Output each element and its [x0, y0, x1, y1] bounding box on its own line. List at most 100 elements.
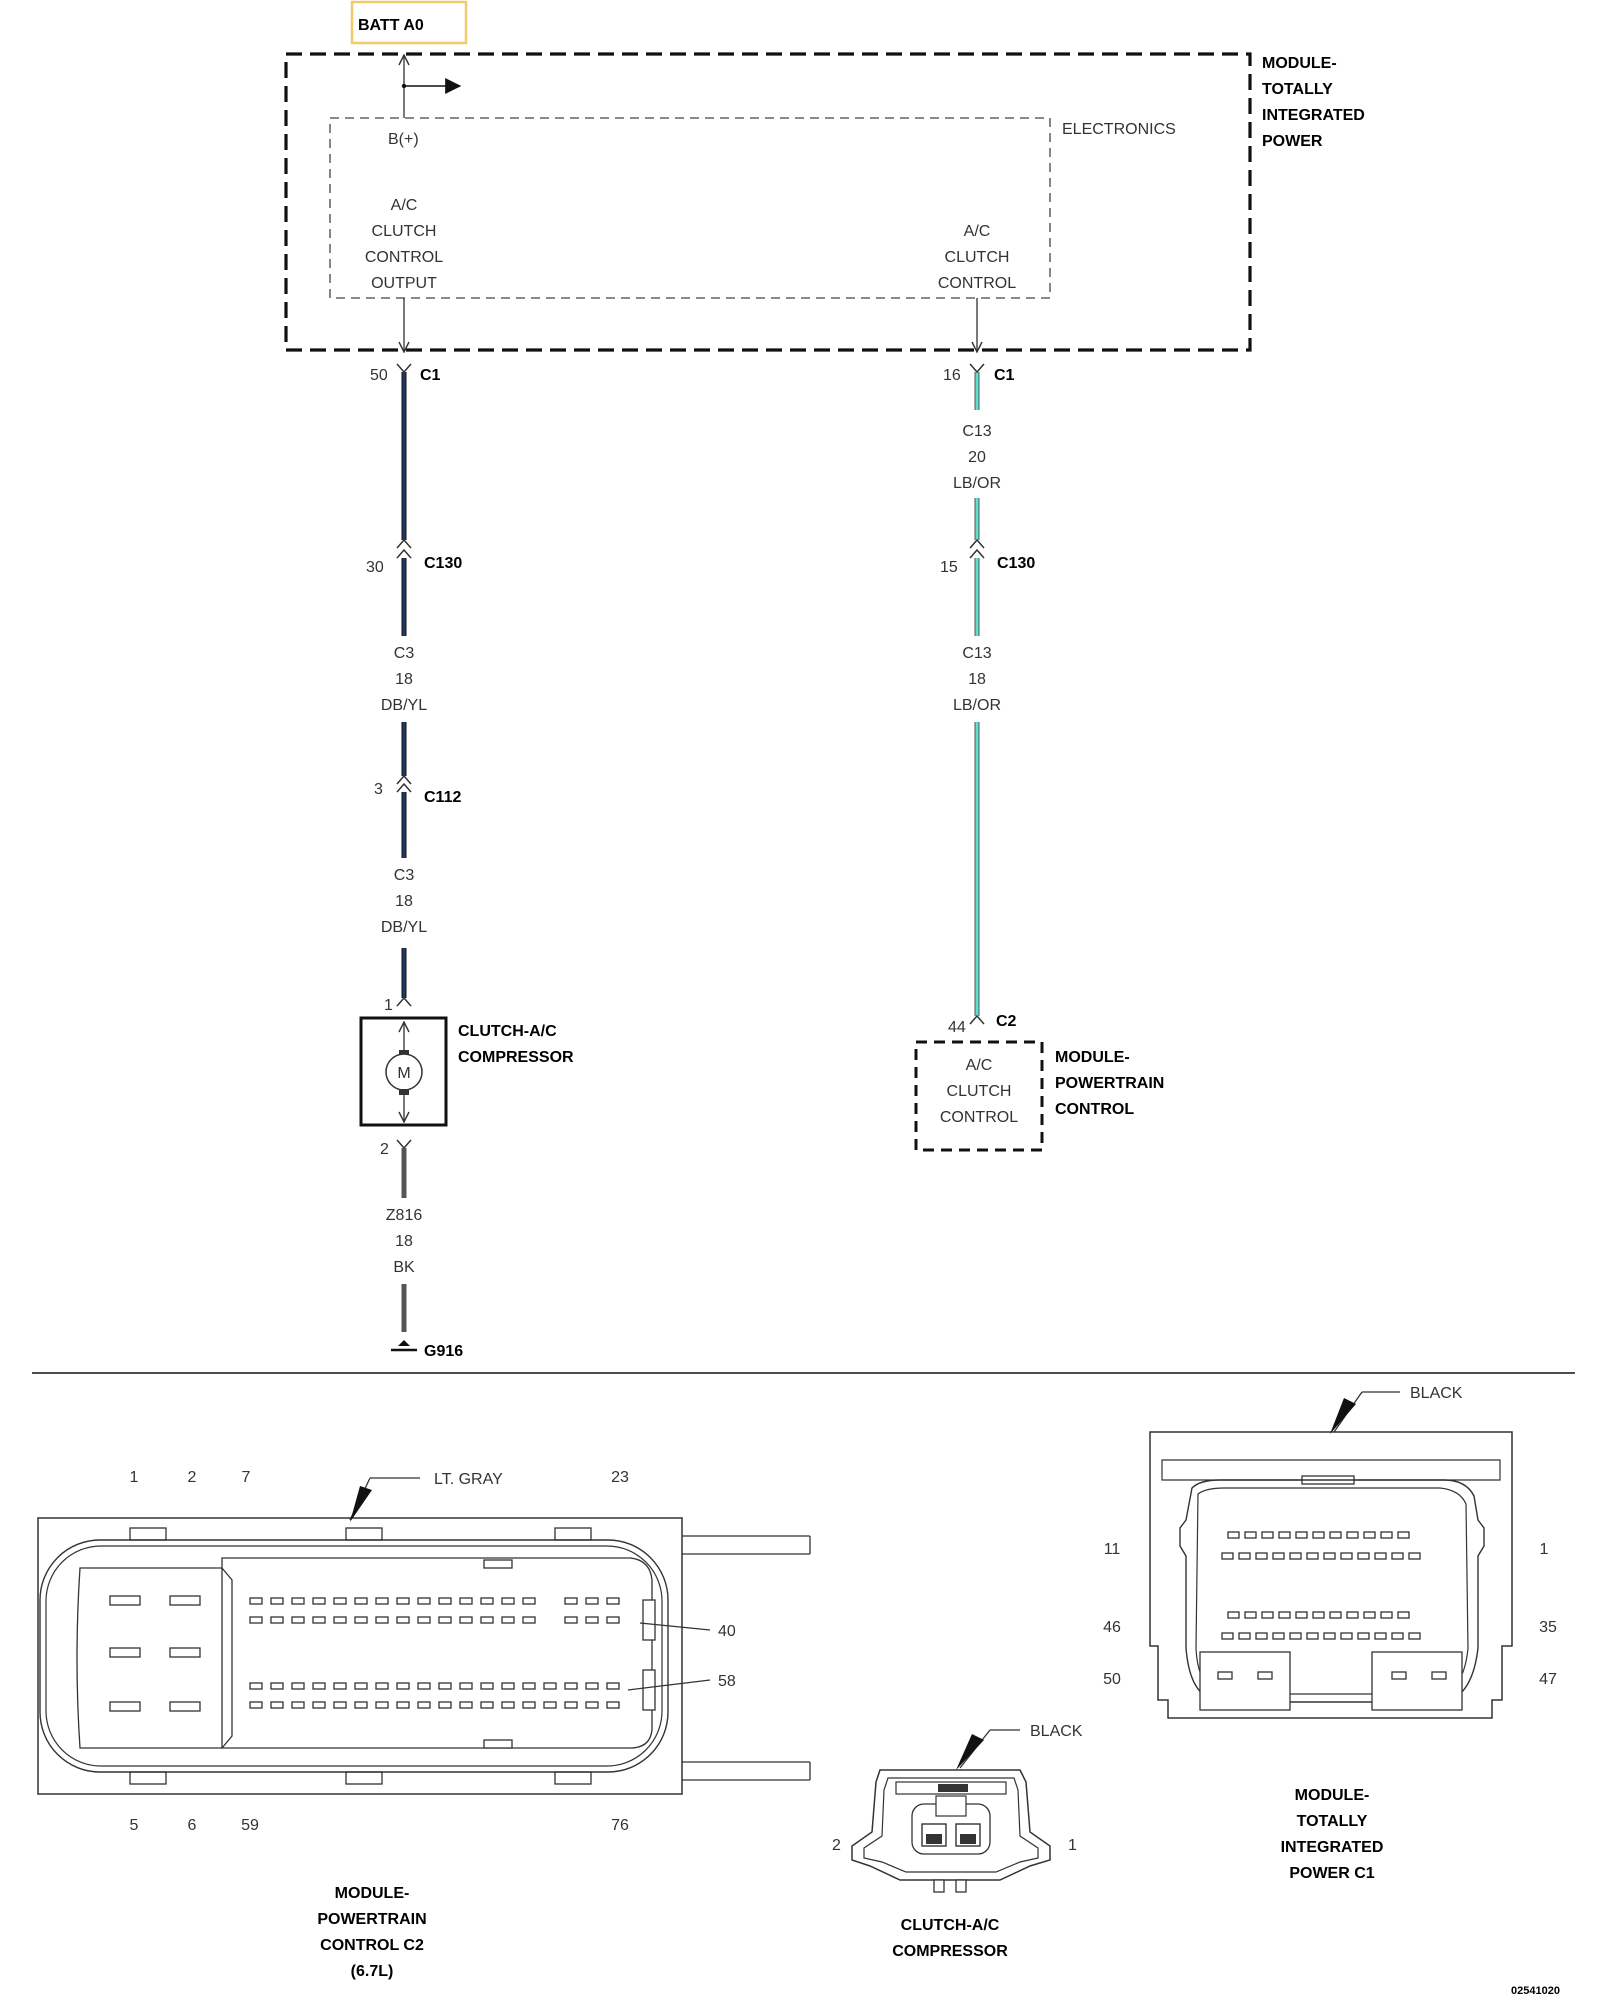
pin-cavity: [522, 1701, 536, 1709]
pin-cavity: [480, 1616, 494, 1624]
pcm-name-line: CONTROL: [1055, 1101, 1134, 1118]
pin-cavity: [459, 1701, 473, 1709]
connector-name-line: POWER C1: [1289, 1865, 1374, 1882]
clutch-connector-pin-1: 1: [1068, 1837, 1077, 1854]
pin-cavity: [1397, 1611, 1410, 1619]
clutch-connector-pin-2: 2: [832, 1837, 841, 1854]
wire-line: 18: [395, 1233, 413, 1250]
wire-label-z816: Z816 18 BK: [386, 1207, 423, 1276]
clutch-connector-color-label: BLACK: [1030, 1723, 1083, 1740]
pin-cavity: [564, 1616, 578, 1624]
pin-cavity: [606, 1597, 620, 1605]
c1-label-right: C1: [994, 367, 1015, 384]
clutch-pin-2: 2: [380, 1141, 389, 1158]
pin-cavity: [501, 1616, 515, 1624]
pin-cavity: [249, 1616, 263, 1624]
pin-cavity: [417, 1616, 431, 1624]
pin-cavity: [1238, 1552, 1251, 1560]
pin-cavity: [1227, 1611, 1240, 1619]
pin-cavity: [354, 1701, 368, 1709]
pcm-c2-connector-view: [37, 1477, 811, 1795]
wire-line: C13: [962, 645, 991, 662]
pin-cavity: [1391, 1552, 1404, 1560]
pin-cavity: [585, 1616, 599, 1624]
pcm-name: MODULE- POWERTRAIN CONTROL: [1055, 1049, 1164, 1118]
c112-pin-3: 3: [374, 781, 383, 798]
wire-label-c3-b: C3 18 DB/YL: [381, 867, 427, 936]
wire-line: LB/OR: [953, 697, 1001, 714]
connector-name-line: CONTROL C2: [320, 1937, 424, 1954]
batt-a0-source: BATT A0: [350, 0, 468, 45]
pin-cavity: [585, 1701, 599, 1709]
pin-cavity: [522, 1597, 536, 1605]
pin-cavity: [1391, 1632, 1404, 1640]
pin-cavity: [1357, 1552, 1370, 1560]
wire-line: C13: [962, 423, 991, 440]
output-line: OUTPUT: [371, 275, 437, 292]
control-line: A/C: [964, 223, 991, 240]
pin-cavity: [1408, 1632, 1421, 1640]
pin-cavity: [1255, 1552, 1268, 1560]
wire-line: DB/YL: [381, 919, 427, 936]
pcm-c2-color-label: LT. GRAY: [434, 1471, 503, 1488]
pin-cavity: [1408, 1552, 1421, 1560]
c130-pin-15: 15: [940, 559, 958, 576]
pin-cavity: [1363, 1531, 1376, 1539]
pin-cavity: [354, 1597, 368, 1605]
pin-cavity: [291, 1616, 305, 1624]
pin-cavity: [1329, 1611, 1342, 1619]
pin-cavity: [249, 1682, 263, 1690]
ground-label: G916: [424, 1343, 463, 1360]
connector-name-line: CLUTCH-A/C: [901, 1917, 1000, 1934]
pin-cavity: [312, 1616, 326, 1624]
pin-cavity: [1306, 1632, 1319, 1640]
clutch-connector-view: [851, 1729, 1051, 1893]
pin-cavity: [375, 1616, 389, 1624]
tipm-name-line: INTEGRATED: [1262, 107, 1365, 124]
pin-cavity: [1306, 1552, 1319, 1560]
pin-cavity: [438, 1682, 452, 1690]
connector-name-line: (6.7L): [351, 1963, 394, 1980]
pcm-name-line: POWERTRAIN: [1055, 1075, 1164, 1092]
pin-cavity: [1374, 1632, 1387, 1640]
wire-line: 18: [968, 671, 986, 688]
connector-name-line: MODULE-: [1295, 1787, 1370, 1804]
pin-cavity: [438, 1597, 452, 1605]
pin-cavity: [396, 1701, 410, 1709]
connector-name-line: COMPRESSOR: [892, 1943, 1008, 1960]
clutch-name-line: CLUTCH-A/C: [458, 1023, 557, 1040]
pin-cavity: [333, 1682, 347, 1690]
pin-number: 50: [1103, 1671, 1121, 1688]
wire-line: LB/OR: [953, 475, 1001, 492]
pcm-connector-c2: C2: [996, 1013, 1017, 1030]
pin-cavity: [1329, 1531, 1342, 1539]
pin-cavity: [312, 1597, 326, 1605]
pin-number: 23: [611, 1469, 629, 1486]
pin-cavity: [354, 1616, 368, 1624]
clutch-name-line: COMPRESSOR: [458, 1049, 574, 1066]
pcm-module-box: [914, 1040, 1044, 1152]
pin-cavity: [354, 1682, 368, 1690]
tipm-name-line: MODULE-: [1262, 55, 1337, 72]
pin-cavity: [438, 1616, 452, 1624]
pin-cavity: [522, 1682, 536, 1690]
pin-cavity: [1289, 1552, 1302, 1560]
pin-number: 2: [188, 1469, 197, 1486]
wire-line: 20: [968, 449, 986, 466]
motor-symbol: M: [397, 1065, 410, 1082]
pin-cavity: [1295, 1531, 1308, 1539]
wire-line: C3: [394, 645, 415, 662]
pin-cavity: [606, 1701, 620, 1709]
pin-cavity: [606, 1616, 620, 1624]
pin-number: 11: [1104, 1541, 1121, 1558]
pin-number: 76: [611, 1817, 629, 1834]
clutch-ac-compressor-name: CLUTCH-A/C COMPRESSOR: [458, 1023, 574, 1066]
pin-cavity: [480, 1597, 494, 1605]
c112-label: C112: [424, 789, 461, 806]
pin-cavity: [333, 1616, 347, 1624]
tipm-name-line: TOTALLY: [1262, 81, 1333, 98]
pin-cavity: [459, 1616, 473, 1624]
pin-cavity: [585, 1597, 599, 1605]
pin-cavity: [1312, 1611, 1325, 1619]
